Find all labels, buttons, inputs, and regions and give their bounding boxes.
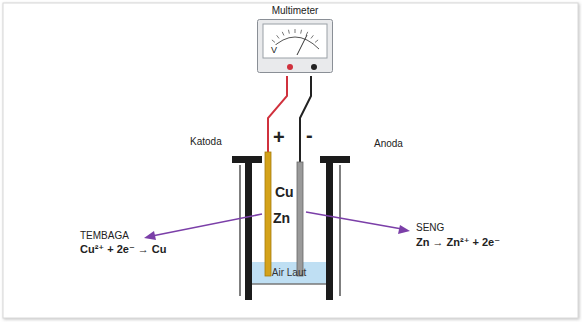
multimeter: MultimeterV (254, 4, 336, 73)
half-reaction: Zn → Zn²⁺ + 2e⁻ (416, 236, 500, 249)
meter-casing (258, 20, 333, 73)
half-reaction: Cu²⁺ + 2e⁻ → Cu (80, 243, 167, 256)
electrode-role: Anoda (374, 138, 403, 150)
electrode-name: Zn (273, 210, 290, 226)
scale-tick (306, 32, 308, 36)
scale-tick (295, 29, 296, 33)
black-wire (300, 76, 311, 162)
metal-name: TEMBAGA (80, 230, 129, 242)
meter-scale (271, 37, 319, 49)
scale-tick (272, 40, 275, 43)
positive-terminal (287, 64, 293, 70)
electrode-role: Katoda (190, 136, 222, 148)
beaker-bottom (252, 283, 326, 285)
red-wire (268, 76, 287, 152)
arrowhead (144, 231, 156, 240)
scale-tick (282, 32, 284, 36)
polarity-sign: - (306, 124, 313, 147)
negative-terminal (311, 64, 317, 70)
device-name: Multimeter (254, 4, 336, 17)
leader-line (306, 212, 402, 229)
arrowhead (398, 225, 410, 234)
node-text: Air Laut (272, 267, 306, 279)
scale-tick (311, 35, 313, 38)
scale-tick (277, 35, 279, 38)
water-band: Air Laut (252, 262, 326, 284)
electrode-name: Cu (275, 184, 294, 200)
leader-line (152, 214, 262, 236)
scale-tick (315, 40, 318, 43)
copper-electrode (265, 152, 271, 276)
frame (3, 3, 578, 318)
polarity-sign: + (273, 126, 285, 149)
scale-tick (288, 30, 290, 34)
metal-name: SENG (416, 222, 444, 234)
meter-body: V (257, 19, 333, 73)
meter-dial (263, 24, 327, 58)
zinc-electrode (297, 162, 303, 276)
unit-symbol: V (271, 45, 277, 55)
scale-tick (300, 30, 302, 34)
sea-water (252, 262, 326, 284)
beaker-wall (239, 165, 241, 296)
meter-face (257, 19, 333, 73)
beaker-wall (339, 165, 341, 296)
meter-needle (297, 35, 307, 55)
